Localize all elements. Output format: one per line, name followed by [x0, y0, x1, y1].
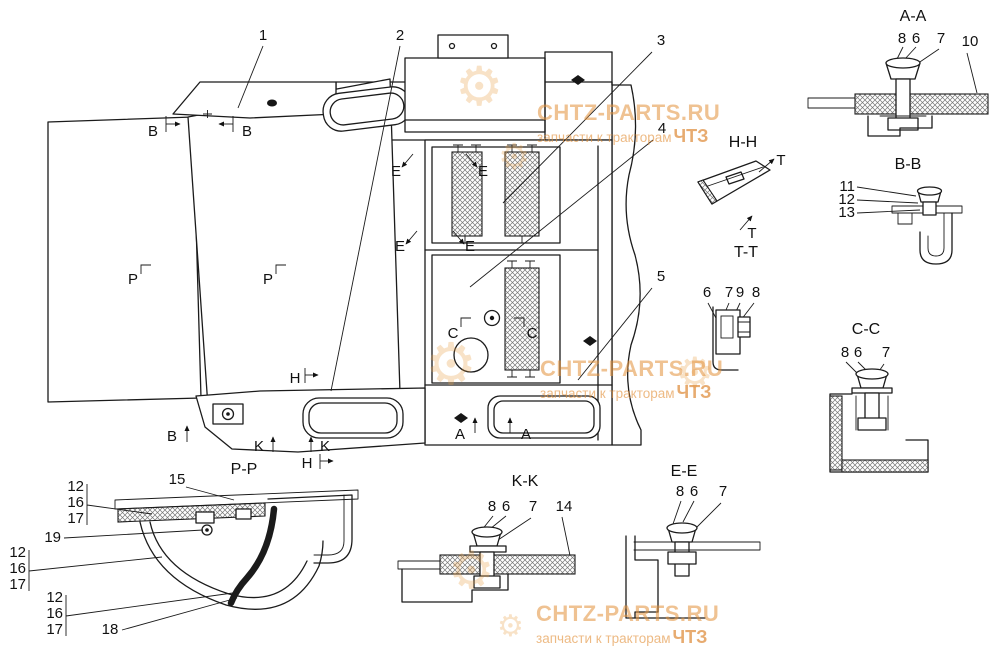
marker-a-1: A [455, 426, 465, 443]
kk-callout-8: 8 [488, 498, 496, 515]
pp-callout-16-b: 16 [9, 560, 26, 577]
section-pp-title: P-P [231, 461, 258, 478]
section-cc-title: C-C [852, 321, 880, 338]
section-pp-view: P-P 15 12 16 17 19 12 16 17 12 16 17 18 [9, 461, 359, 638]
marker-c-1: C [448, 325, 459, 342]
section-bb-title: B-B [895, 156, 922, 173]
pp-callout-18: 18 [102, 621, 119, 638]
kk-panel [439, 554, 576, 575]
pp-callout-17-c: 17 [46, 621, 63, 638]
bb-callout-12: 12 [838, 191, 855, 208]
callout-5: 5 [657, 268, 665, 285]
callout-4: 4 [658, 120, 666, 137]
marker-c-2: C [527, 325, 538, 342]
aa-callout-8: 8 [898, 30, 906, 47]
section-kk-view: K-K 8 6 7 14 [397, 473, 576, 603]
ee-callout-7: 7 [719, 483, 727, 500]
section-markers: B B E E E E P P C C H B K K H A A [128, 116, 538, 472]
marker-p-1: P [128, 271, 138, 288]
marker-h-1: H [290, 370, 301, 387]
wing-slot [302, 397, 404, 439]
marker-p-2: P [263, 271, 273, 288]
hatched-strip-3 [504, 267, 540, 371]
cc-callout-6: 6 [854, 344, 862, 361]
pp-callout-16-a: 16 [67, 494, 84, 511]
callout-1: 1 [259, 27, 267, 44]
marker-k-2: K [320, 438, 330, 455]
pp-callout-17-b: 17 [9, 576, 26, 593]
cc-callout-8: 8 [841, 344, 849, 361]
pp-callout-12-a: 12 [67, 478, 84, 495]
bb-callout-13: 13 [838, 204, 855, 221]
marker-b-3: B [167, 428, 177, 445]
main-callouts: 1 2 3 4 5 [237, 27, 666, 392]
marker-a-2: A [521, 426, 531, 443]
center-top-box [404, 57, 546, 133]
aa-panel [854, 93, 989, 115]
section-aa-title: A-A [900, 8, 927, 25]
center-top-cap [437, 34, 509, 59]
marker-e-4: E [465, 238, 475, 255]
section-ee-view: E-E 8 6 7 [625, 463, 761, 619]
marker-e-2: E [478, 163, 488, 180]
bb-callout-11: 11 [839, 178, 855, 195]
callout-2: 2 [396, 27, 404, 44]
callout-3: 3 [657, 32, 665, 49]
section-aa-view: A-A 8 6 7 10 [807, 8, 989, 137]
bottom-slot [487, 395, 601, 439]
aa-callout-6: 6 [912, 30, 920, 47]
tt-callout-8: 8 [752, 284, 760, 301]
ee-callout-8: 8 [676, 483, 684, 500]
section-hh-title: H-H [729, 134, 757, 151]
pp-callout-12-b: 12 [9, 544, 26, 561]
torn-edge-shape [611, 84, 642, 446]
aa-callout-10: 10 [962, 33, 979, 50]
pp-callout-12-c: 12 [46, 589, 63, 606]
aa-callout-7: 7 [937, 30, 945, 47]
section-ee-title: E-E [671, 463, 698, 480]
marker-e-3: E [395, 238, 405, 255]
hh-marker-t-2: T [747, 225, 756, 242]
tt-callout-6: 6 [703, 284, 711, 301]
section-hh-view: H-H T T [697, 134, 786, 242]
pp-callout-15: 15 [169, 471, 186, 488]
ee-callout-6: 6 [690, 483, 698, 500]
left-floor-panel [47, 116, 202, 403]
handle-loop [322, 86, 412, 132]
hh-marker-t-1: T [776, 152, 785, 169]
pp-callout-19: 19 [44, 529, 61, 546]
top-left-plate [172, 81, 337, 119]
section-bb-view: B-B 11 12 13 [838, 156, 963, 265]
marker-b-2: B [242, 123, 252, 140]
marker-k-1: K [254, 438, 264, 455]
kk-callout-14: 14 [556, 498, 573, 515]
hatched-strip-2 [504, 151, 540, 237]
pp-callout-16-c: 16 [46, 605, 63, 622]
marker-e-1: E [391, 163, 401, 180]
kk-callout-7: 7 [529, 498, 537, 515]
tt-callout-9: 9 [736, 284, 744, 301]
pp-callout-17-a: 17 [67, 510, 84, 527]
drain-hole [453, 337, 489, 373]
marker-h-2: H [302, 455, 313, 472]
main-assembly-drawing [47, 34, 642, 453]
section-tt-view: T-T 6 7 9 8 [703, 244, 760, 371]
marker-b-1: B [148, 123, 158, 140]
cc-callout-7: 7 [882, 344, 890, 361]
section-tt-title: T-T [734, 244, 758, 261]
kk-callout-6: 6 [502, 498, 510, 515]
tt-callout-7: 7 [725, 284, 733, 301]
section-kk-title: K-K [512, 473, 539, 490]
section-cc-view: C-C 8 6 7 [829, 321, 929, 473]
